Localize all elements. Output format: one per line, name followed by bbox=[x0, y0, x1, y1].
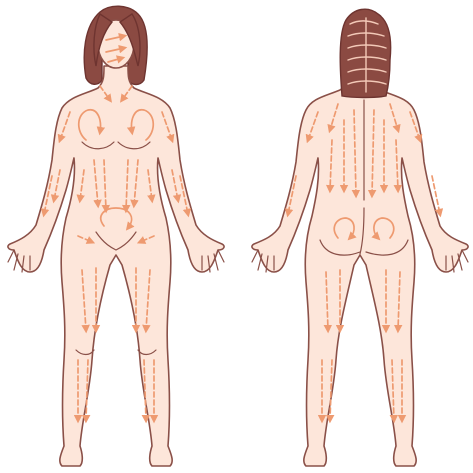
back-body-outline bbox=[252, 70, 468, 466]
front-body-figure bbox=[8, 6, 224, 466]
back-body-figure bbox=[252, 9, 468, 466]
front-body-outline bbox=[8, 66, 224, 466]
